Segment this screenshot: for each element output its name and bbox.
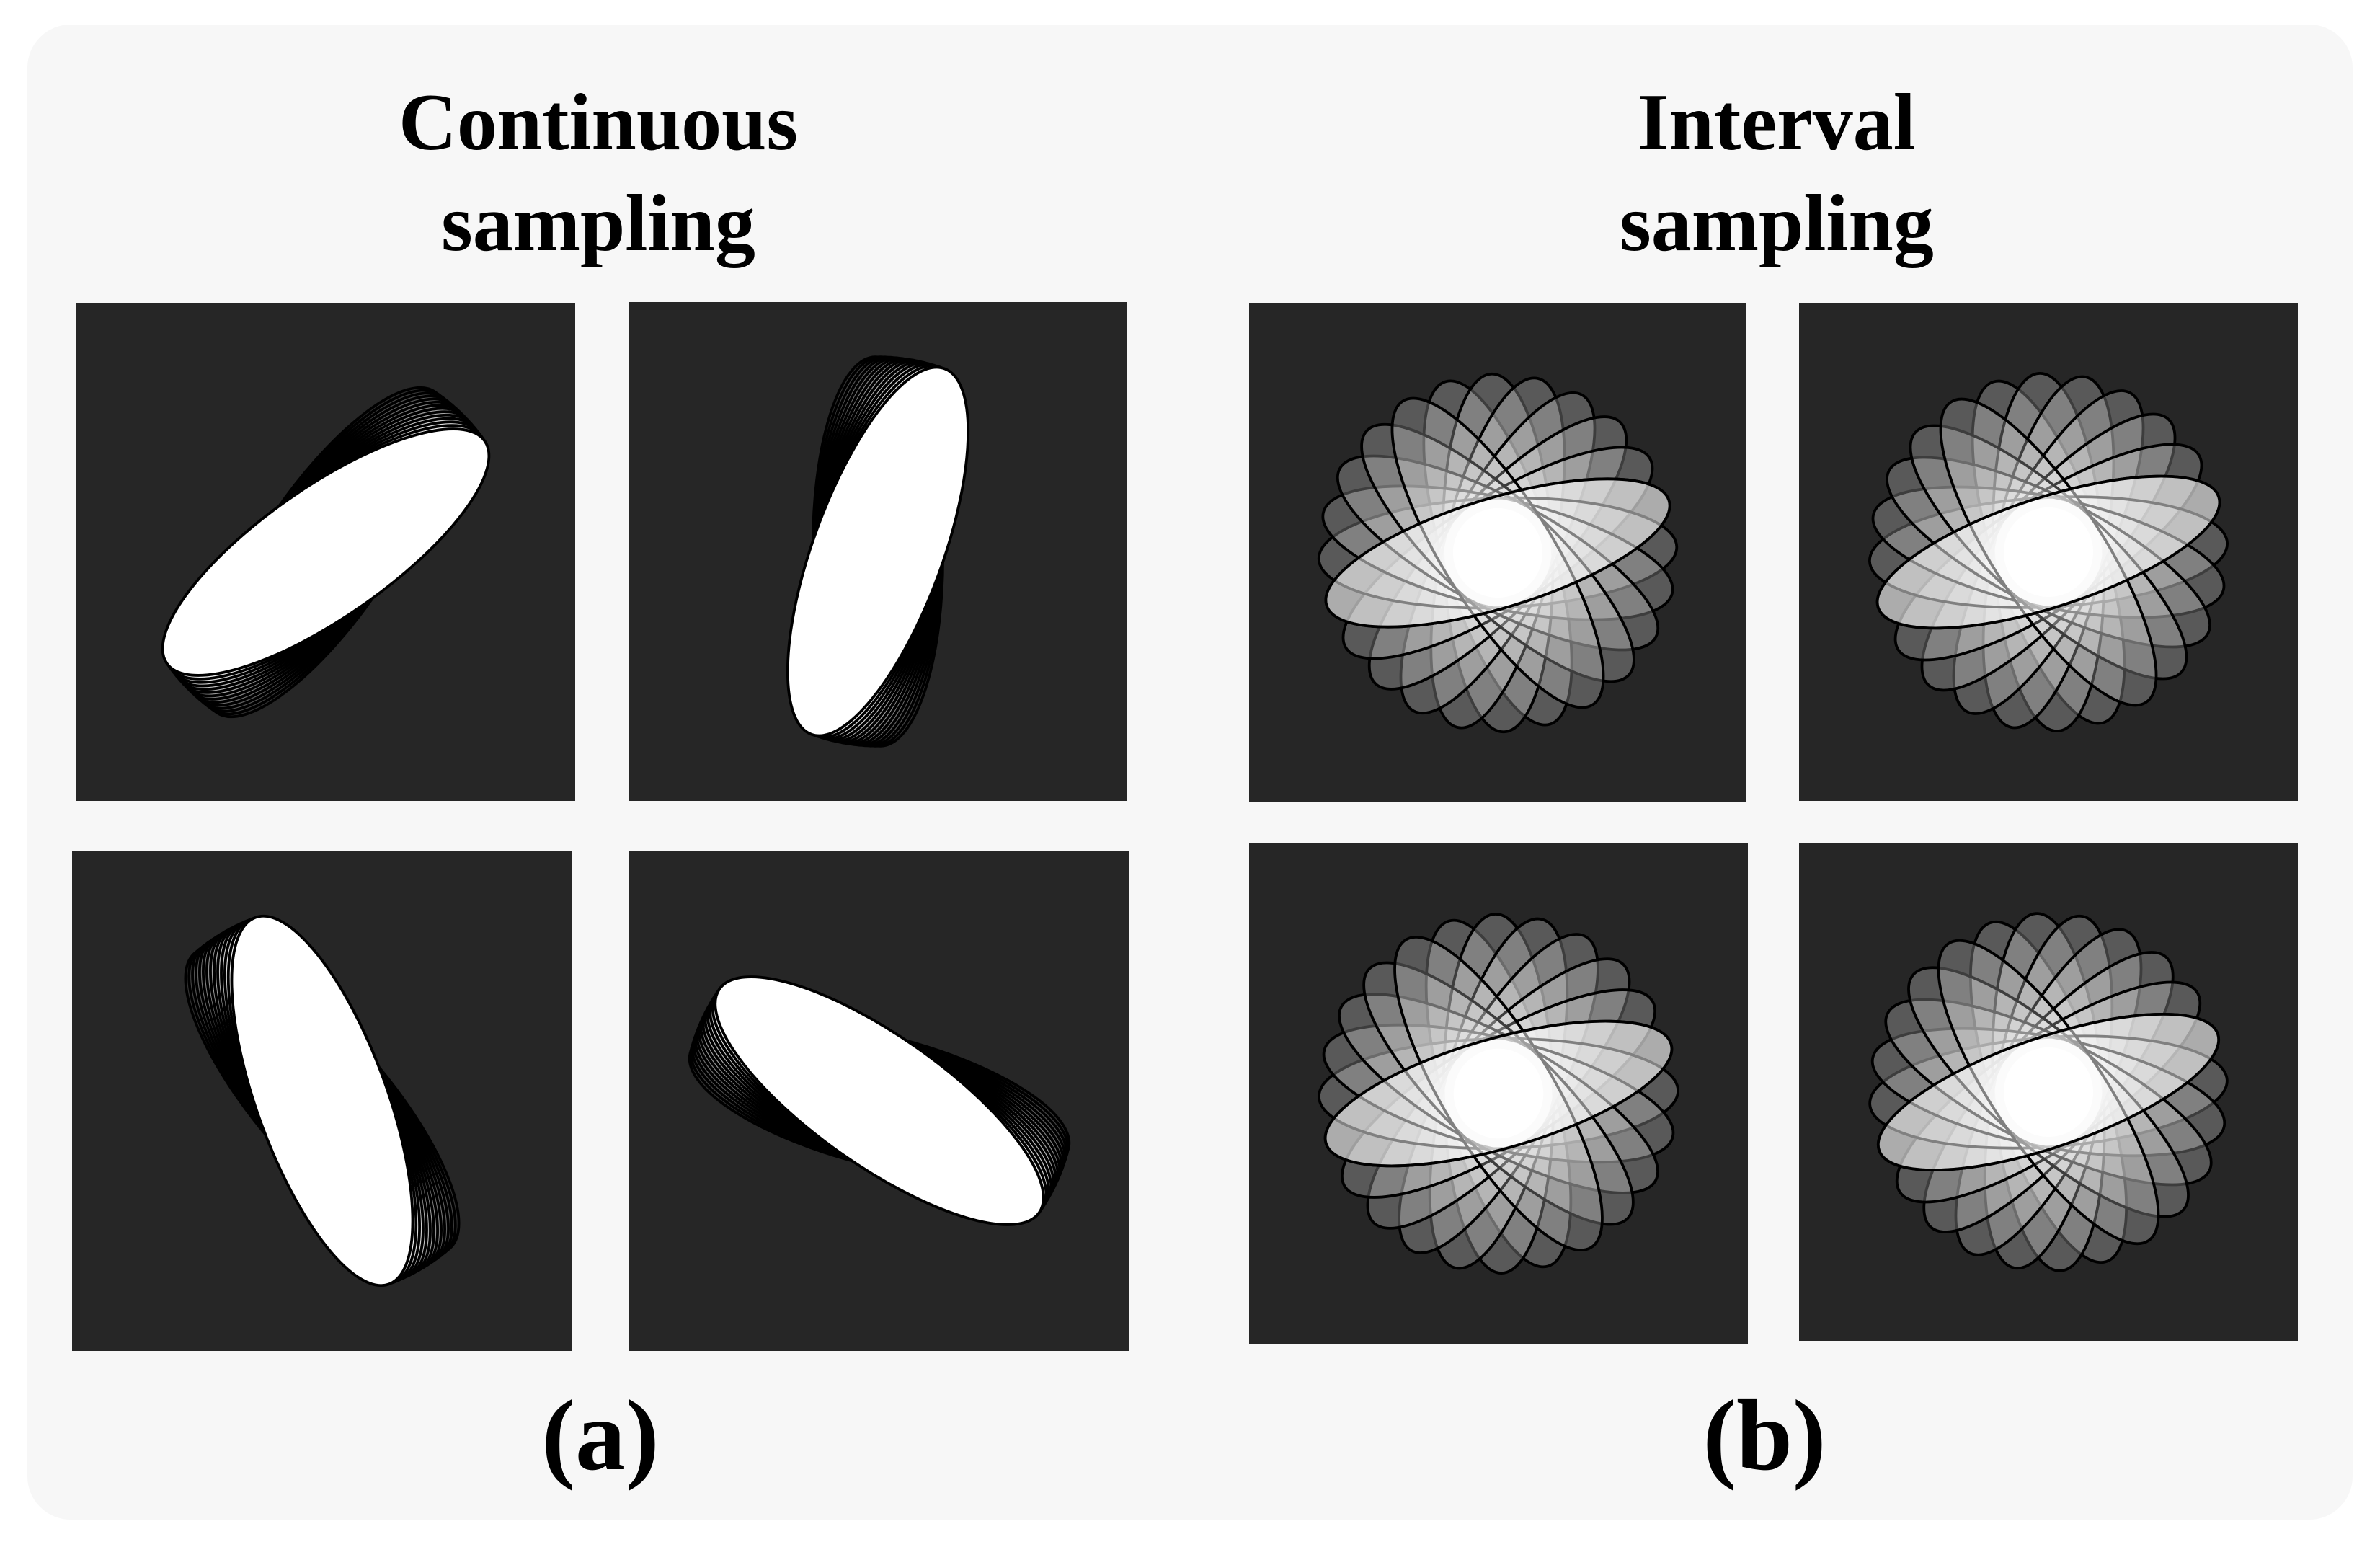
continuous-highlight <box>249 493 402 611</box>
interval-panel-3 <box>1249 843 1748 1344</box>
interval-rosette-1 <box>1317 372 1679 734</box>
interval-title-line1: Interval <box>1638 78 1916 167</box>
interval-rosette-2 <box>1868 372 2229 732</box>
continuous-highlight <box>277 1015 368 1187</box>
interval-rosette-4 <box>1868 912 2229 1272</box>
continuous-panel-1 <box>76 303 575 801</box>
interval-panel-2 <box>1799 303 2298 801</box>
continuous-title: Continuous sampling <box>238 72 959 274</box>
interval-center-glow <box>2003 1047 2094 1138</box>
continuous-sweep-3 <box>184 914 461 1287</box>
interval-panel-4 <box>1799 843 2298 1341</box>
continuous-panel-4 <box>629 851 1129 1351</box>
continuous-sweep-2 <box>786 355 970 748</box>
interval-center-glow <box>1452 507 1543 598</box>
interval-center-glow <box>2003 507 2094 598</box>
continuous-highlight <box>802 1042 956 1160</box>
interval-panel-1 <box>1249 303 1746 802</box>
interval-rosette-3 <box>1318 913 1679 1275</box>
continuous-title-line2: sampling <box>441 179 755 268</box>
interval-title-line2: sampling <box>1620 179 1934 268</box>
continuous-sweep-1 <box>161 386 491 719</box>
continuous-panel-3 <box>72 851 572 1351</box>
caption-a: (a) <box>541 1380 660 1491</box>
interval-center-glow <box>1453 1048 1544 1139</box>
continuous-title-line1: Continuous <box>398 78 799 167</box>
continuous-sweep-4 <box>688 975 1071 1226</box>
interval-title: Interval sampling <box>1416 72 2137 274</box>
continuous-panel-2 <box>629 302 1127 801</box>
continuous-highlight <box>832 466 923 637</box>
caption-b: (b) <box>1702 1380 1826 1491</box>
